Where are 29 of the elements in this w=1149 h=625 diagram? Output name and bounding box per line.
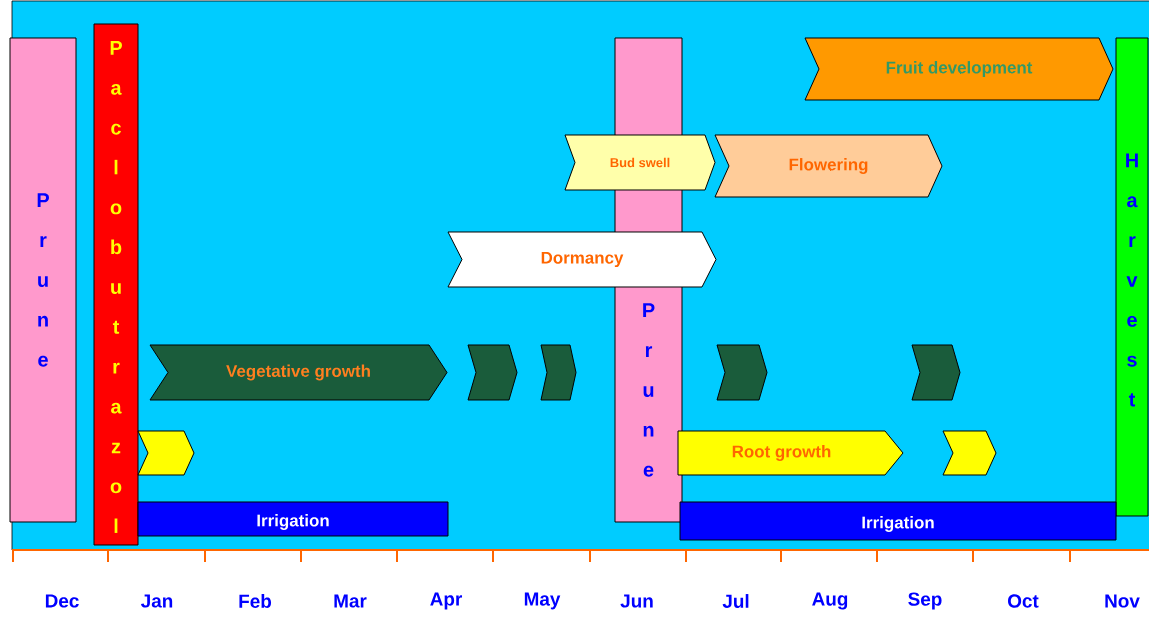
month-label: Apr <box>430 592 462 610</box>
phase-bar <box>540 344 577 401</box>
phase-bar: Fruit development <box>804 37 1114 101</box>
month-label: Jul <box>722 594 749 608</box>
horizontal-bar: Irrigation <box>679 501 1117 541</box>
vertical-bar: Paclobutrazol <box>93 23 139 546</box>
phase-bar <box>911 344 961 401</box>
phase-bar <box>467 344 518 401</box>
phase-bar <box>942 430 997 476</box>
month-label: Nov <box>1105 594 1140 608</box>
vertical-bar: Harvest <box>1115 37 1149 517</box>
phase-bar: Root growth <box>677 430 904 476</box>
phase-bar: Vegetative growth <box>149 344 448 401</box>
month-label: Feb <box>239 594 272 608</box>
vertical-bar: Prune <box>9 37 77 523</box>
phase-bar <box>137 430 195 476</box>
month-label: Oct <box>1008 594 1039 608</box>
phase-bar: Bud swell <box>564 134 716 191</box>
month-label: Jun <box>620 594 653 608</box>
month-label: Jan <box>141 594 173 608</box>
phase-bar <box>716 344 768 401</box>
horizontal-bar: Irrigation <box>137 501 449 537</box>
month-label: Dec <box>45 594 79 608</box>
phase-bar: Flowering <box>714 134 943 198</box>
phase-bar: Dormancy <box>447 231 717 288</box>
month-label: Aug <box>812 592 848 610</box>
month-label: May <box>524 592 561 610</box>
month-label: Mar <box>334 594 367 608</box>
month-label: Sep <box>908 592 942 610</box>
